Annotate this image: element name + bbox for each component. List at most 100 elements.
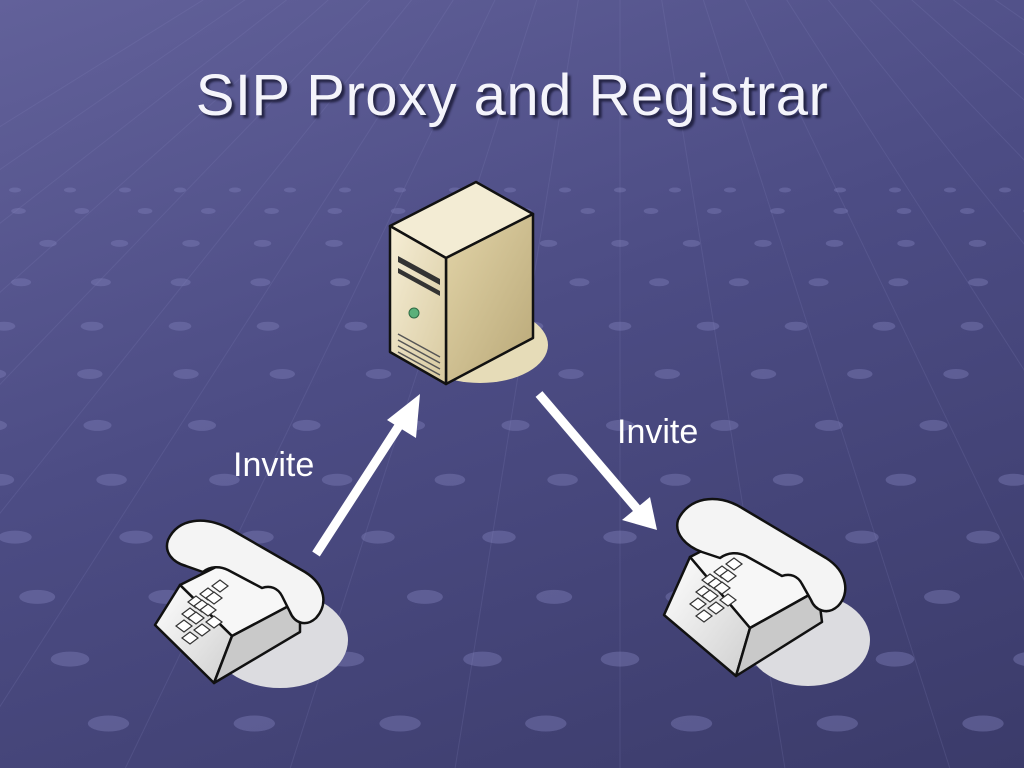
background-dot: [11, 208, 26, 214]
background-dot: [960, 321, 984, 331]
background-dot: [64, 187, 76, 193]
background-dot: [77, 369, 103, 379]
background-dot: [390, 208, 406, 214]
background-dot: [394, 187, 406, 193]
background-dot: [770, 208, 785, 214]
background-dot: [137, 208, 153, 214]
background-dot: [344, 321, 368, 331]
background-dot: [833, 208, 849, 214]
background-dot: [463, 651, 502, 667]
background-dot: [330, 278, 351, 287]
background-dot: [434, 473, 466, 486]
background-dot: [256, 321, 280, 331]
background-dot: [182, 239, 200, 247]
background-dot: [269, 369, 295, 379]
background-dot: [168, 321, 192, 331]
background-dot: [707, 208, 722, 214]
background-dot: [847, 369, 873, 379]
background-dot: [264, 208, 279, 214]
background-dot: [614, 187, 626, 193]
background-dot: [559, 187, 571, 193]
background-dot: [670, 715, 713, 732]
invite-arrow-to-callee: [535, 391, 657, 530]
background-dot: [669, 187, 681, 193]
background-dot: [83, 419, 112, 431]
background-dot: [0, 420, 7, 431]
background-dot: [660, 473, 691, 486]
background-dot: [696, 321, 720, 331]
callee-telephone-icon: [662, 497, 870, 686]
background-dot: [209, 473, 240, 486]
background-dot: [536, 589, 573, 604]
background-dot: [815, 419, 843, 431]
background-dot: [750, 369, 777, 379]
background-dot: [966, 530, 1000, 544]
background-dot: [379, 715, 421, 732]
background-dot: [173, 369, 199, 379]
background-dot: [0, 530, 32, 544]
background-line: [0, 0, 329, 293]
background-dot: [754, 239, 772, 247]
background-dot: [643, 208, 659, 214]
background-line: [702, 0, 951, 768]
background-line: [0, 0, 371, 386]
background-dot: [321, 473, 353, 486]
background-dot: [885, 473, 917, 486]
background-dot: [608, 321, 632, 331]
background-dot: [710, 419, 739, 431]
background-dot: [649, 278, 670, 287]
background-dot: [19, 589, 56, 604]
background-dot: [539, 239, 558, 247]
background-dot: [998, 473, 1024, 486]
background-dot: [0, 369, 7, 379]
background-dot: [501, 419, 530, 431]
background-dot: [603, 530, 637, 544]
background-dot: [919, 419, 948, 431]
background-dot: [0, 321, 16, 331]
invite-arrow-to-proxy: [312, 394, 420, 557]
background-dot: [80, 321, 104, 331]
background-dot: [896, 208, 912, 214]
background-dot: [825, 239, 844, 247]
background-dot: [119, 530, 153, 544]
background-dot: [960, 208, 975, 214]
background-dot: [406, 589, 443, 604]
background-dot: [361, 530, 395, 544]
background-dot: [229, 187, 241, 193]
background-dot: [250, 278, 271, 287]
background-dot: [808, 278, 829, 287]
background-dot: [606, 419, 634, 431]
background-dot: [284, 187, 296, 193]
background-dot: [999, 187, 1011, 193]
background-dot: [834, 187, 846, 193]
background-dot: [728, 278, 749, 287]
background-dot: [558, 369, 584, 379]
background-dot: [11, 278, 32, 287]
background-dot: [325, 239, 343, 247]
background-dot: [482, 530, 516, 544]
invite-label-caller: Invite: [233, 446, 315, 484]
background-dot: [233, 715, 275, 732]
background-dot: [816, 715, 858, 732]
invite-label-callee: Invite: [617, 413, 699, 451]
background-dot: [875, 651, 915, 667]
background-dot: [119, 187, 131, 193]
background-dot: [580, 208, 596, 214]
background-dot: [201, 208, 216, 214]
background-line: [786, 0, 1024, 371]
background-dot: [327, 208, 343, 214]
background-dot: [547, 473, 578, 486]
background-dot: [170, 278, 191, 287]
background-dot: [724, 187, 736, 193]
background-dot: [188, 419, 216, 431]
background-line: [744, 0, 1024, 581]
background-dot: [253, 239, 272, 247]
background-dot: [888, 278, 909, 287]
background-dot: [962, 715, 1004, 732]
background-dot: [74, 208, 90, 214]
background-line: [454, 0, 579, 768]
background-dot: [1013, 652, 1024, 666]
background-dot: [924, 589, 960, 604]
background-dot: [654, 369, 680, 379]
